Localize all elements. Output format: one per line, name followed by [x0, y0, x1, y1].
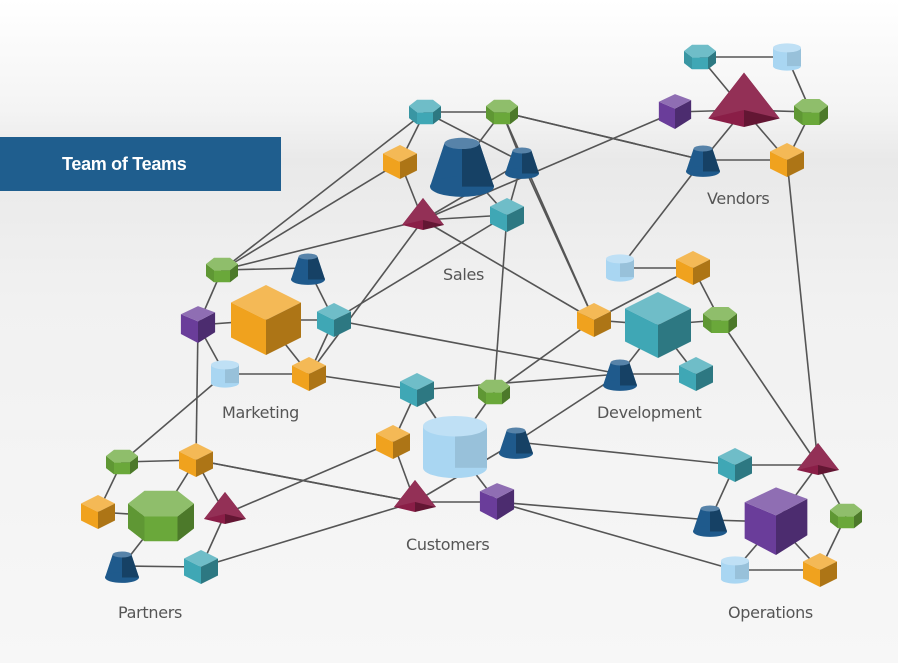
- edge-m6-p1: [121, 373, 226, 463]
- node-c6-pyramid: [394, 480, 436, 512]
- edge-m7-s6: [308, 219, 424, 375]
- edge-m5-d6: [333, 319, 621, 375]
- edge-s1-m1: [221, 111, 426, 271]
- node-m2-cone: [291, 253, 325, 285]
- edge-m7-c1: [308, 373, 418, 391]
- edge-v3-s6: [422, 111, 676, 221]
- node-o3-cone: [693, 505, 727, 537]
- node-v5-hexagon: [794, 98, 828, 126]
- node-c1-cube: [400, 373, 434, 407]
- node-v1-hexagon: [684, 44, 716, 70]
- node-o5-hexagon: [830, 503, 862, 529]
- node-d4-cube: [625, 292, 691, 358]
- edge-d3-c2: [493, 319, 595, 393]
- title-banner: Team of Teams: [0, 137, 281, 191]
- edge-s1-s5: [424, 111, 523, 163]
- edge-v7-d1: [619, 159, 704, 269]
- marketing-label: Marketing: [222, 403, 300, 422]
- node-m5-cube: [317, 303, 351, 337]
- edge-c1-d6: [416, 373, 621, 391]
- node-p5-pyramid: [204, 492, 246, 524]
- node-d6-cone: [603, 359, 637, 391]
- node-c7-wedge: [479, 483, 515, 520]
- node-m1-hexagon: [206, 257, 238, 283]
- node-p7-cube: [184, 550, 218, 584]
- edge-c7-o6: [496, 501, 736, 571]
- edge-p2-c6: [195, 459, 416, 503]
- node-v2-cylinder: [773, 43, 801, 71]
- node-d1-cylinder: [606, 254, 634, 282]
- node-p3-cube: [81, 495, 115, 529]
- vendors-label: Vendors: [707, 189, 770, 208]
- node-s1-hexagon: [409, 99, 441, 125]
- node-p6-cone: [105, 551, 139, 583]
- node-c2-hexagon: [478, 379, 510, 405]
- node-o2-pyramid: [797, 443, 839, 475]
- edge-m3-p2: [195, 324, 199, 461]
- node-s6-pyramid: [402, 198, 444, 230]
- partners-label: Partners: [118, 603, 183, 622]
- development-label: Development: [597, 403, 702, 422]
- edge-s2-v7: [501, 111, 704, 161]
- node-m6-cylinder: [211, 360, 239, 388]
- node-s5-cone: [505, 147, 539, 179]
- sales-label: Sales: [443, 265, 485, 284]
- edge-s7-c2: [493, 214, 508, 393]
- node-d7-cube: [679, 357, 713, 391]
- node-m7-cube: [292, 357, 326, 391]
- node-v6-cube: [770, 143, 804, 177]
- edge-d3-s5: [521, 161, 595, 321]
- team-nodes: [81, 43, 862, 587]
- edge-c5-o1: [515, 441, 736, 466]
- node-p4-hexagon: [128, 490, 194, 542]
- node-d2-cube: [676, 251, 710, 285]
- edge-s6-m1: [221, 219, 424, 271]
- node-p1-hexagon: [106, 449, 138, 475]
- customers-label: Customers: [406, 535, 490, 554]
- edge-s3-m1: [221, 161, 401, 271]
- edge-c3-p5: [224, 441, 394, 515]
- node-o1-cube: [718, 448, 752, 482]
- node-o6-cylinder: [721, 556, 749, 584]
- node-s3-cube: [383, 145, 417, 179]
- edge-c7-o3: [496, 501, 711, 521]
- page-title: Team of Teams: [62, 153, 187, 174]
- edge-v6-o2: [786, 159, 819, 466]
- node-v4-pyramid: [708, 72, 780, 127]
- node-s7-cube: [490, 198, 524, 232]
- edge-d5-o2: [719, 319, 819, 466]
- edge-d6-c5: [515, 373, 621, 443]
- node-o4-wedge: [744, 487, 808, 555]
- node-c3-cube: [376, 425, 410, 459]
- node-s4-cone: [430, 137, 494, 197]
- node-o7-cube: [803, 553, 837, 587]
- node-v3-wedge: [658, 94, 692, 129]
- node-d3-cube: [577, 303, 611, 337]
- node-c5-cone: [499, 427, 533, 459]
- node-m3-wedge: [180, 306, 216, 343]
- node-s2-hexagon: [486, 99, 518, 125]
- edge-c6-p7: [200, 501, 416, 568]
- node-m4-cube: [231, 285, 301, 355]
- node-d5-hexagon: [703, 306, 737, 334]
- edge-s6-d3: [422, 219, 595, 321]
- operations-label: Operations: [728, 603, 813, 622]
- node-v7-cone: [686, 145, 720, 177]
- node-p2-cube: [179, 443, 213, 477]
- node-c4-cylinder: [423, 415, 487, 479]
